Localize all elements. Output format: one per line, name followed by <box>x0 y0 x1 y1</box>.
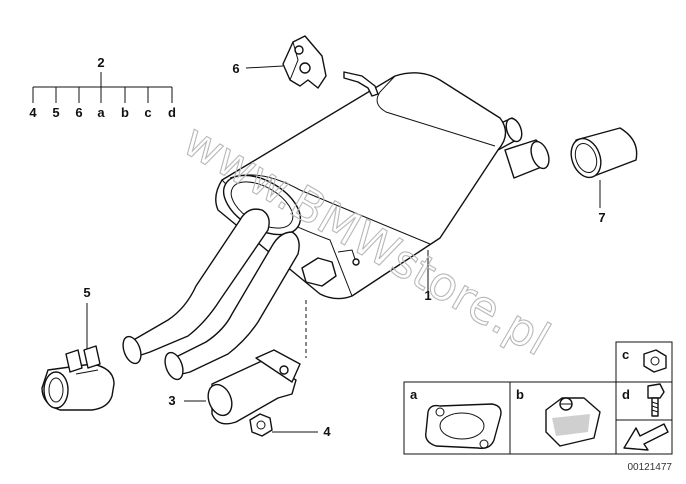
callout-3[interactable]: 3 <box>168 393 175 408</box>
callout-6[interactable]: 6 <box>232 61 239 76</box>
detail-label-b[interactable]: b <box>516 387 524 402</box>
hanger-part: 6 <box>232 35 327 89</box>
direction-arrow-box <box>615 419 673 455</box>
front-pipe-part: 3 4 <box>168 300 331 439</box>
clamp-part: 5 <box>41 285 115 411</box>
kit-tree: 2 4 5 6 a b c d <box>29 55 176 120</box>
callout-5[interactable]: 5 <box>83 285 90 300</box>
kit-item-4[interactable]: 4 <box>29 105 37 120</box>
intake-pipes-part <box>122 208 300 381</box>
detail-box-d: d <box>615 381 673 421</box>
direction-arrow-icon <box>623 423 669 451</box>
kit-item-c[interactable]: c <box>144 105 151 120</box>
kit-item-6[interactable]: 6 <box>75 105 82 120</box>
catalog-number: 00121477 <box>628 462 673 473</box>
callout-4[interactable]: 4 <box>323 424 331 439</box>
detail-label-c[interactable]: c <box>622 347 629 362</box>
kit-item-a[interactable]: a <box>97 105 105 120</box>
detail-box-c: c <box>615 341 673 383</box>
detail-box-b: b <box>509 381 617 455</box>
tailpipe-trim-part: 7 <box>570 127 638 225</box>
callout-1[interactable]: 1 <box>424 288 431 303</box>
detail-label-d[interactable]: d <box>622 387 630 402</box>
kit-item-d[interactable]: d <box>168 105 176 120</box>
callout-7[interactable]: 7 <box>598 210 605 225</box>
detail-label-a[interactable]: a <box>410 387 418 402</box>
kit-item-b[interactable]: b <box>121 105 129 120</box>
callout-2[interactable]: 2 <box>97 55 104 70</box>
detail-box-a: a <box>403 381 511 455</box>
kit-item-5[interactable]: 5 <box>52 105 59 120</box>
